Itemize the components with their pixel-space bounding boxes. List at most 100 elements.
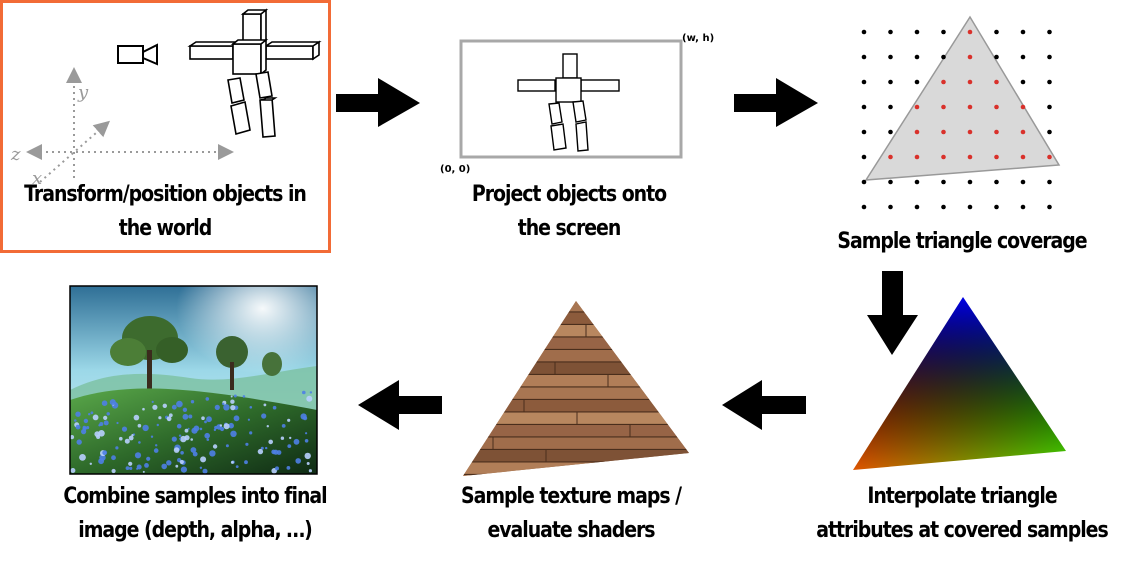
- flower-dot: [121, 426, 128, 432]
- flower-dot: [146, 456, 151, 461]
- flower-dot: [103, 420, 109, 426]
- flower-dot: [83, 418, 89, 424]
- flower-dot: [180, 466, 187, 473]
- sample-point: [1020, 204, 1026, 210]
- sample-point: [1020, 54, 1026, 60]
- sample-point: [994, 129, 999, 135]
- flower-dot: [205, 397, 210, 401]
- sample-point: [941, 104, 946, 110]
- flower-dot: [193, 425, 200, 432]
- flower-dot: [209, 450, 216, 457]
- sample-point: [1047, 54, 1052, 60]
- flower-dot: [109, 399, 116, 406]
- flower-dot: [273, 449, 279, 455]
- flower-dot: [289, 436, 292, 440]
- flower-dot: [281, 424, 286, 428]
- flower-dot: [230, 460, 234, 464]
- flower-dot: [182, 413, 189, 420]
- sample-point: [941, 154, 946, 160]
- flower-dot: [275, 466, 279, 471]
- sample-point: [967, 29, 973, 35]
- flower-dot: [131, 434, 134, 437]
- flower-dot: [219, 424, 223, 427]
- flower-dot: [111, 468, 116, 474]
- axis-label-x: x: [32, 168, 42, 189]
- flower-dot: [230, 430, 237, 437]
- flower-dot: [176, 400, 183, 408]
- sample-point: [994, 79, 999, 85]
- sample-point: [1047, 129, 1052, 135]
- sample-point: [994, 104, 999, 110]
- flower-dot: [293, 438, 300, 445]
- flower-dot: [88, 413, 91, 416]
- sample-point: [861, 204, 867, 210]
- flower-dot: [263, 403, 267, 407]
- flower-dot: [103, 415, 108, 420]
- flower-dot: [305, 432, 308, 435]
- flower-dot: [244, 460, 248, 465]
- screen-corner-label-wh: (w, h): [682, 33, 714, 44]
- wood-plank: [463, 301, 689, 312]
- flower-dot: [187, 427, 190, 430]
- flower-dot: [306, 462, 310, 465]
- sample-point: [888, 79, 893, 85]
- sample-point: [941, 179, 946, 185]
- sample-point: [941, 129, 946, 135]
- flower-dot: [119, 436, 123, 441]
- flower-dot: [134, 452, 142, 459]
- flower-dot: [265, 446, 268, 450]
- flower-dot: [155, 444, 158, 447]
- wood-plank: [463, 325, 689, 337]
- sample-point: [967, 79, 973, 85]
- flower-dot: [272, 405, 277, 410]
- flower-dot: [92, 414, 99, 421]
- flower-dot: [111, 455, 116, 461]
- sample-point: [861, 104, 867, 110]
- flower-dot: [101, 400, 108, 407]
- flower-dot: [94, 431, 100, 437]
- sample-point: [1047, 204, 1052, 210]
- flower-dot: [257, 448, 264, 455]
- flower-dot: [156, 423, 159, 427]
- flower-dot: [230, 405, 236, 411]
- sample-point: [1020, 104, 1026, 110]
- flower-dot: [179, 437, 182, 440]
- arrow-left-2: [358, 380, 442, 430]
- flower-dot: [115, 446, 119, 450]
- flower-dot: [214, 404, 220, 410]
- sample-point: [1020, 129, 1026, 135]
- flower-dot: [295, 458, 302, 464]
- arrow-right-2: [734, 78, 818, 127]
- sample-point: [888, 179, 893, 185]
- flower-dot: [199, 427, 203, 431]
- flower-dot: [124, 438, 130, 444]
- flower-dot: [142, 470, 145, 473]
- flower-dot: [306, 395, 313, 402]
- sample-point: [888, 29, 893, 35]
- sample-point: [994, 154, 999, 160]
- wood-plank: [463, 400, 689, 412]
- flower-dot: [249, 431, 253, 435]
- flower-dot: [204, 420, 207, 424]
- flower-dot: [151, 400, 154, 403]
- camera-icon: [117, 43, 158, 66]
- flower-dot: [171, 404, 177, 410]
- flower-dot: [102, 450, 108, 456]
- caption-combine: Combine samples into final image (depth,…: [63, 484, 327, 543]
- sample-point: [967, 154, 973, 160]
- wood-plank: [463, 462, 689, 475]
- wood-plank: [463, 450, 689, 462]
- flower-dot: [70, 468, 76, 473]
- flower-dot: [86, 426, 90, 430]
- sample-point: [914, 154, 920, 160]
- sample-point: [941, 204, 946, 210]
- sample-point: [994, 54, 999, 60]
- flower-dot: [287, 418, 291, 422]
- sample-point: [861, 179, 867, 185]
- flower-dot: [171, 436, 177, 442]
- flower-dot: [142, 407, 145, 411]
- wood-plank: [463, 375, 689, 387]
- sample-point: [888, 104, 893, 110]
- sample-point: [888, 204, 893, 210]
